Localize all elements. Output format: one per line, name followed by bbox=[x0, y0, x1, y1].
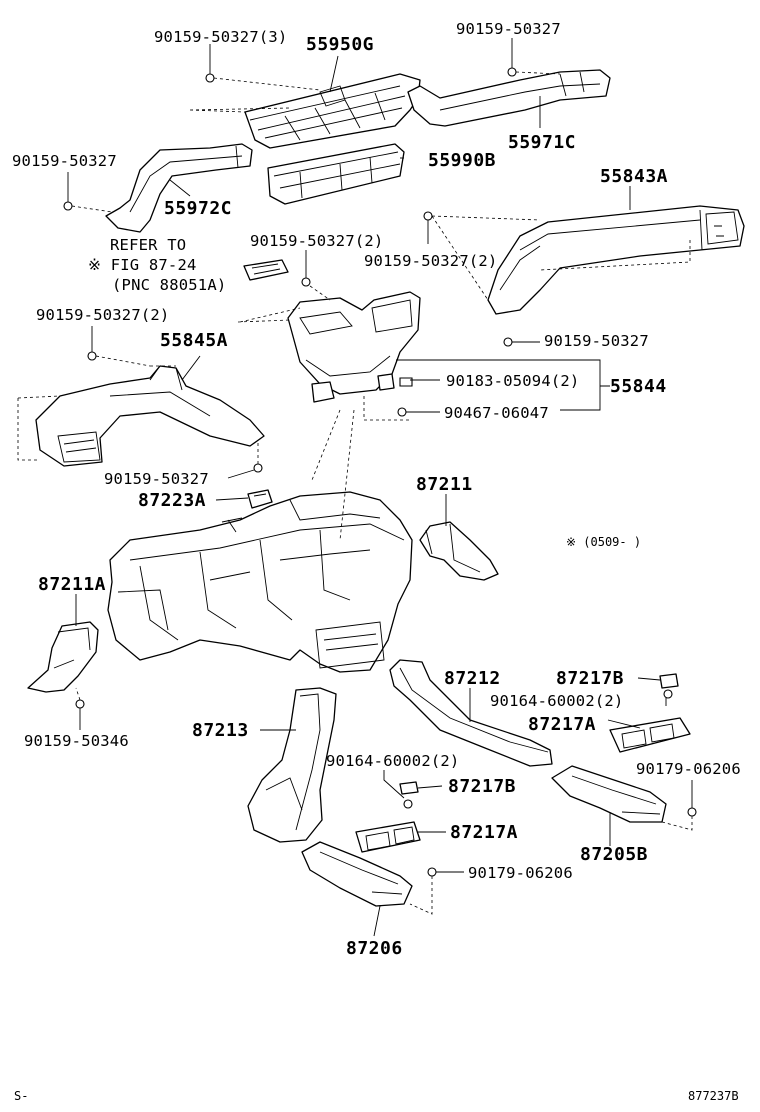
part-hvac-unit bbox=[107, 491, 413, 673]
part-87211A-duct bbox=[27, 621, 99, 693]
label-87212: 87212 bbox=[444, 668, 501, 689]
label-87217A-right: 87217A bbox=[528, 714, 596, 735]
part-55990B-register bbox=[267, 143, 405, 205]
label-90179-06206-right: 90179-06206 bbox=[636, 760, 741, 778]
label-55950G: 55950G bbox=[306, 34, 374, 55]
label-87211A: 87211A bbox=[38, 574, 106, 595]
label-90159-50327-2-a: 90159-50327(2) bbox=[250, 232, 383, 250]
part-55971C-duct bbox=[407, 69, 611, 127]
label-90183-05094: 90183-05094(2) bbox=[446, 372, 579, 390]
part-87217A-grille-right bbox=[609, 717, 691, 753]
part-55845A-duct bbox=[35, 365, 265, 467]
part-87205B-duct bbox=[551, 765, 667, 823]
label-87217B-right: 87217B bbox=[556, 668, 624, 689]
part-55950G-register bbox=[244, 73, 421, 149]
label-90159-50327-3: 90159-50327(3) bbox=[154, 28, 287, 46]
label-87217B-middle: 87217B bbox=[448, 776, 516, 797]
footer-illustration-number: 877237B bbox=[688, 1089, 739, 1103]
label-55971C: 55971C bbox=[508, 132, 576, 153]
label-90164-60002-right: 90164-60002(2) bbox=[490, 692, 623, 710]
label-55972C: 55972C bbox=[164, 198, 232, 219]
label-87213: 87213 bbox=[192, 720, 249, 741]
refer-line-2: ※ FIG 87-24 bbox=[88, 256, 197, 274]
label-90164-60002-middle: 90164-60002(2) bbox=[326, 752, 459, 770]
label-87223A: 87223A bbox=[138, 490, 206, 511]
label-90467-06047: 90467-06047 bbox=[444, 404, 549, 422]
label-90159-50327-mid: 90159-50327 bbox=[104, 470, 209, 488]
part-55972C-duct bbox=[105, 143, 253, 233]
part-87223A-clip bbox=[247, 489, 273, 509]
label-55990B: 55990B bbox=[428, 150, 496, 171]
assembly-lines bbox=[17, 71, 693, 915]
part-55843A-duct bbox=[487, 205, 745, 315]
footer-left-code: S- bbox=[14, 1089, 28, 1103]
refer-line-1: REFER TO bbox=[110, 236, 186, 254]
part-88051A-connector bbox=[243, 259, 289, 281]
leader-lines bbox=[67, 38, 693, 937]
label-87206: 87206 bbox=[346, 938, 403, 959]
refer-line-3: (PNC 88051A) bbox=[112, 276, 226, 294]
part-labels: 90159-50327(3) 55950G 90159-50327 55971C… bbox=[12, 20, 741, 1103]
bolt-icon bbox=[63, 67, 697, 877]
label-90159-50327-2-b: 90159-50327(2) bbox=[364, 252, 497, 270]
part-87206-duct bbox=[301, 841, 413, 907]
label-87211: 87211 bbox=[416, 474, 473, 495]
label-55845A: 55845A bbox=[160, 330, 228, 351]
part-87217B-clip-right bbox=[659, 673, 679, 689]
part-87217B-clip-middle bbox=[399, 781, 419, 795]
part-87211-duct bbox=[419, 521, 499, 581]
label-90159-50346: 90159-50346 bbox=[24, 732, 129, 750]
label-90179-06206-middle: 90179-06206 bbox=[468, 864, 573, 882]
part-87212-duct bbox=[389, 659, 553, 767]
part-55844-duct bbox=[287, 291, 421, 403]
label-87217A-middle: 87217A bbox=[450, 822, 518, 843]
note-0509: ※ (0509- ) bbox=[566, 535, 641, 549]
label-55844: 55844 bbox=[610, 376, 667, 397]
part-87217A-grille-middle bbox=[355, 821, 421, 853]
label-55843A: 55843A bbox=[600, 166, 668, 187]
part-87213-duct bbox=[247, 687, 337, 843]
label-90159-50327-top-right: 90159-50327 bbox=[456, 20, 561, 38]
label-90159-50327-right: 90159-50327 bbox=[544, 332, 649, 350]
label-90159-50327-left: 90159-50327 bbox=[12, 152, 117, 170]
label-90159-50327-2-c: 90159-50327(2) bbox=[36, 306, 169, 324]
label-87205B: 87205B bbox=[580, 844, 648, 865]
